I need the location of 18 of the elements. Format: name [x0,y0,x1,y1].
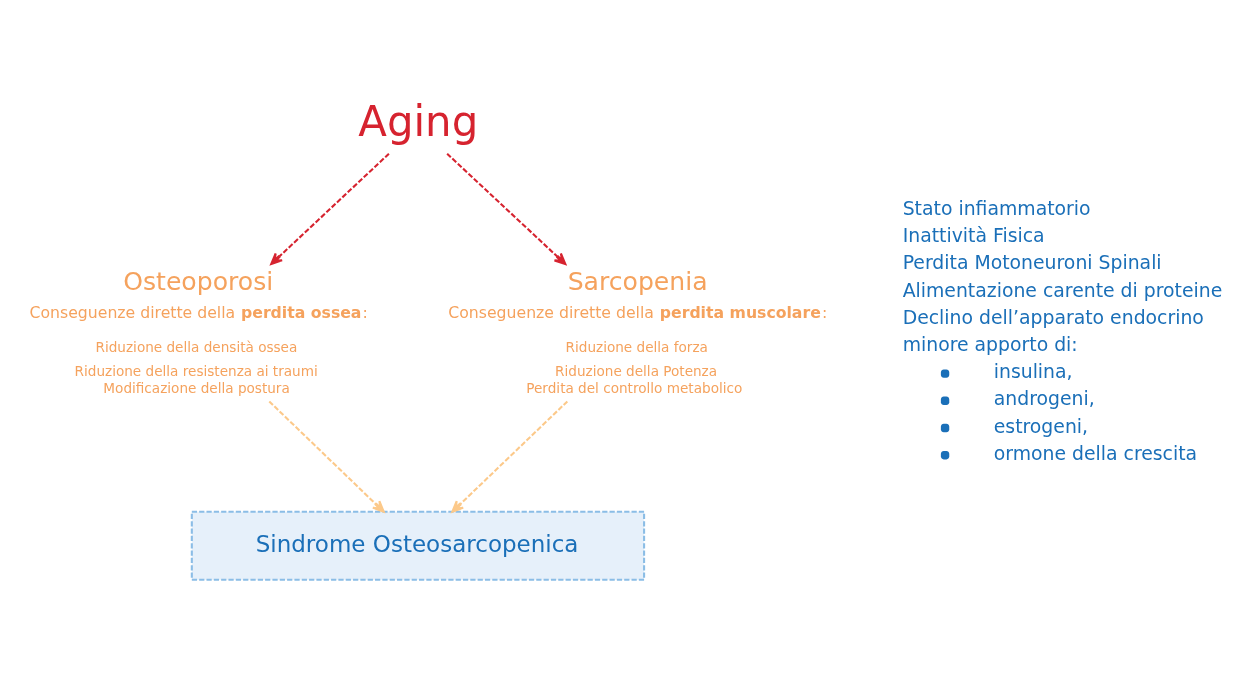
arrow [446,152,567,265]
arrow [270,152,390,265]
node-text: Osteoporosi Conseguenze dirette della perdita ossea: Riduzione della densità ossea Riduzione della resistenza ai traumi Modificazione della postura [29,266,368,396]
node-box: Sindrome Osteosarcopenica [190,510,646,581]
label: Stato infiammatorio [902,197,1091,219]
node-text: Sarcopenia Conseguenze dirette della perdita muscolare: Riduzione della forza Riduzione della Potenza Perdita del controllo metabolico [448,266,828,396]
arrow [451,400,569,513]
label: minore apporto di: [902,333,1078,355]
label: Alimentazione carente di proteine [902,279,1223,301]
label: ormone della crescita [993,442,1198,464]
label: estrogeni, [993,415,1089,437]
label: Declino dell’apparato endocrino [902,306,1204,328]
label: Perdita Motoneuroni Spinali [902,251,1162,273]
node-text: Aging [358,96,479,146]
label: androgeni, [993,387,1095,409]
arrow [268,400,385,513]
label: insulina, [993,360,1073,382]
label: Inattività Fisica [902,224,1045,246]
